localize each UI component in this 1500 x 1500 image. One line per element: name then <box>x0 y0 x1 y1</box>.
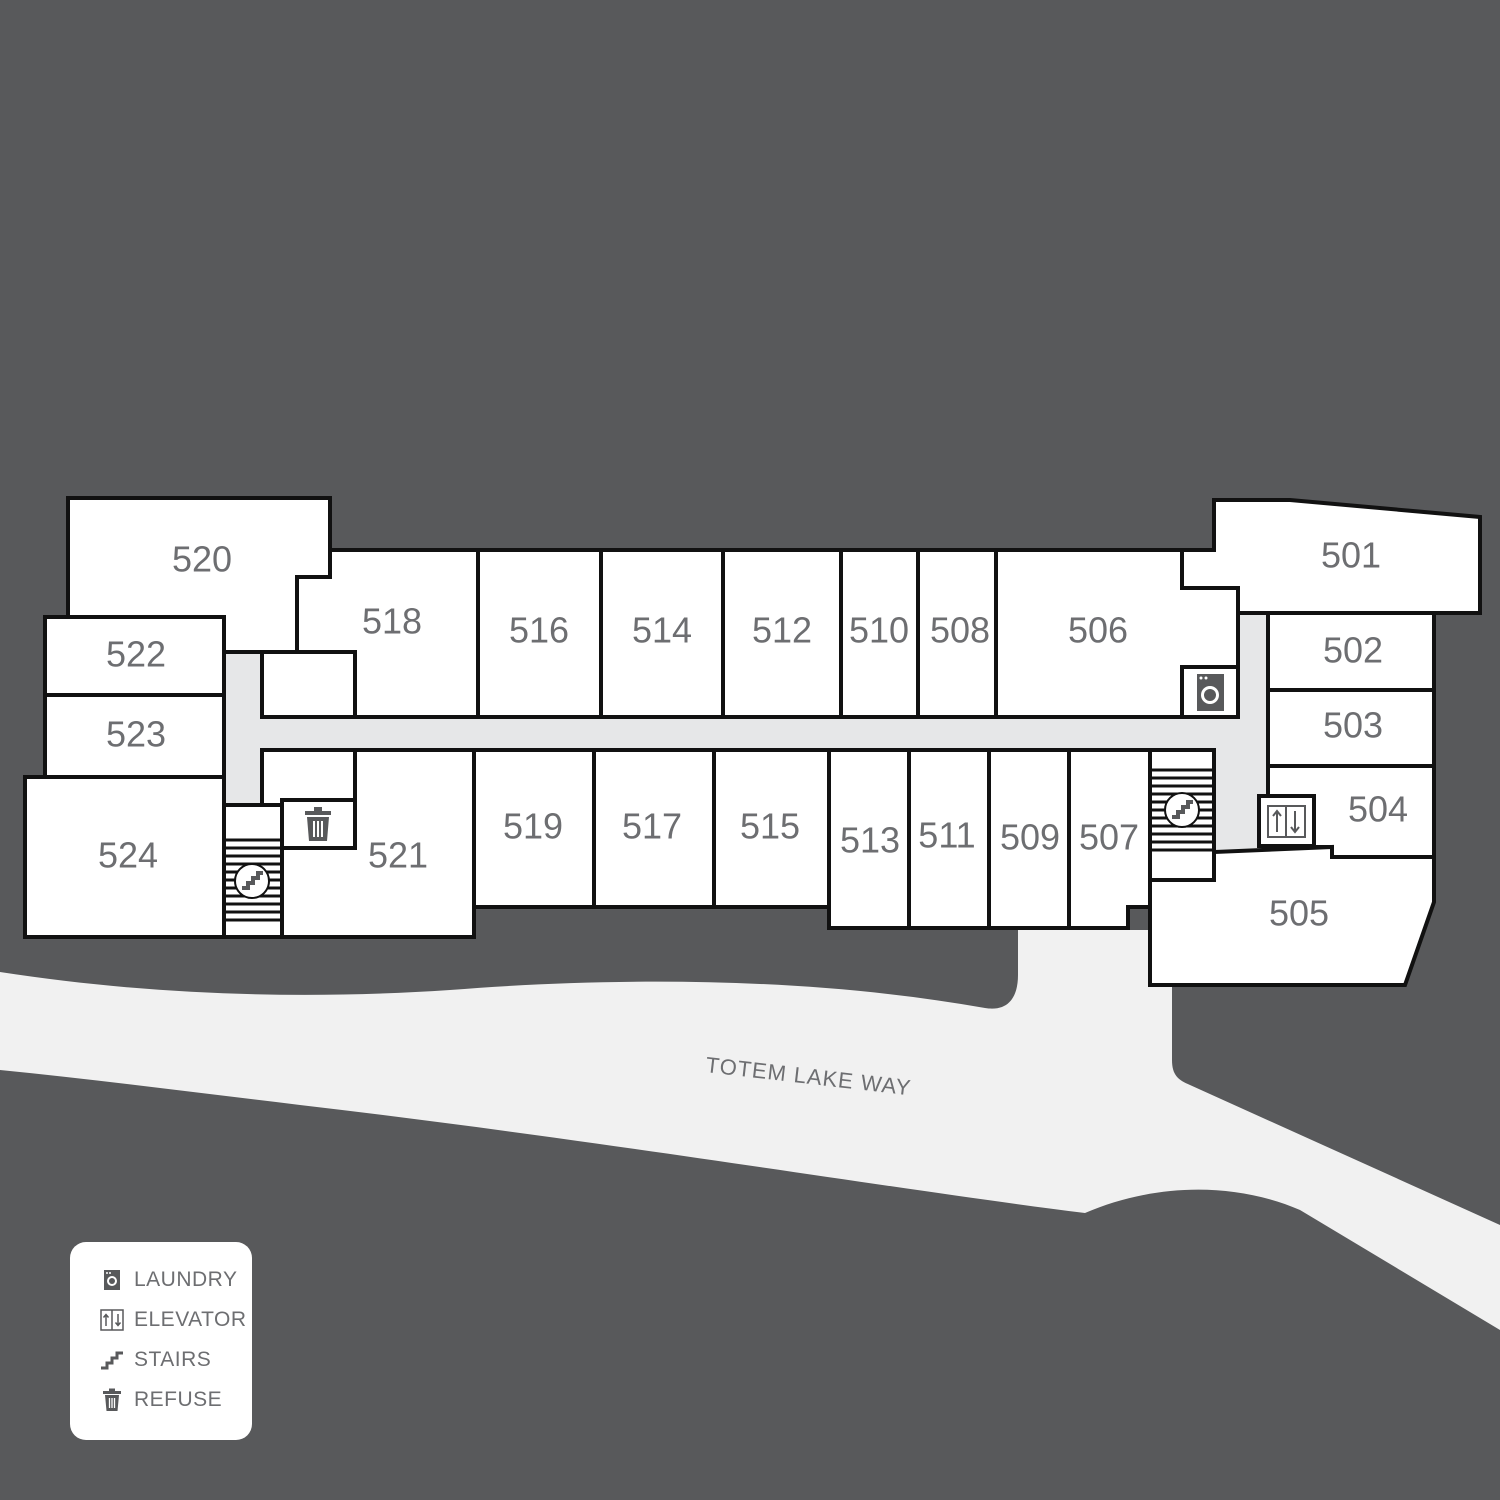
stairs-icon <box>234 863 270 899</box>
unit-513[interactable] <box>827 748 911 930</box>
unit-524[interactable] <box>23 775 226 939</box>
elevator-icon <box>100 1309 124 1331</box>
elevator-icon <box>1257 794 1316 848</box>
unit-label-512: 512 <box>752 610 812 651</box>
legend-item-refuse: REFUSE <box>100 1385 222 1415</box>
laundry-icon <box>104 1270 120 1290</box>
unit-510[interactable] <box>839 548 920 719</box>
unit-label-522: 522 <box>106 634 166 675</box>
legend-item-elevator: ELEVATOR <box>100 1305 247 1335</box>
unit-label-502: 502 <box>1323 630 1383 671</box>
unit-label-521: 521 <box>368 835 428 876</box>
map-legend: LAUNDRY ELEVATOR STAIRS REFUSE <box>70 1242 252 1440</box>
unit-label-511: 511 <box>918 815 975 856</box>
stairs-icon <box>101 1351 123 1370</box>
service-room <box>260 748 357 807</box>
refuse-icon <box>305 807 331 841</box>
unit-label-504: 504 <box>1348 789 1408 830</box>
unit-509[interactable] <box>987 748 1071 930</box>
legend-label-elevator: ELEVATOR <box>134 1308 247 1331</box>
legend-item-laundry: LAUNDRY <box>100 1265 237 1295</box>
unit-label-513: 513 <box>840 820 900 861</box>
unit-label-518: 518 <box>362 601 422 642</box>
street-road <box>0 930 1500 1330</box>
refuse-icon <box>103 1388 121 1411</box>
unit-label-523: 523 <box>106 714 166 755</box>
unit-label-517: 517 <box>622 806 682 847</box>
legend-label-refuse: REFUSE <box>134 1388 223 1411</box>
unit-label-505: 505 <box>1269 893 1329 934</box>
laundry-icon <box>1180 665 1240 719</box>
legend-item-stairs: STAIRS <box>100 1345 211 1375</box>
unit-517[interactable] <box>592 748 716 909</box>
stairs-icon <box>1164 792 1200 828</box>
unit-502[interactable] <box>1266 611 1436 692</box>
unit-label-503: 503 <box>1323 705 1383 746</box>
unit-label-501: 501 <box>1321 535 1381 576</box>
legend-label-stairs: STAIRS <box>134 1348 212 1371</box>
unit-label-506: 506 <box>1068 610 1128 651</box>
corridor <box>224 615 1268 852</box>
unit-501[interactable] <box>1180 498 1482 615</box>
unit-label-516: 516 <box>509 610 569 651</box>
legend-label-laundry: LAUNDRY <box>134 1268 238 1291</box>
unit-label-514: 514 <box>632 610 692 651</box>
unit-label-509: 509 <box>1000 817 1060 858</box>
unit-515[interactable] <box>712 748 831 909</box>
unit-label-508: 508 <box>930 610 990 651</box>
unit-518-annex <box>260 650 357 719</box>
unit-511[interactable] <box>907 748 991 930</box>
unit-label-507: 507 <box>1079 817 1139 858</box>
unit-label-520: 520 <box>172 539 232 580</box>
unit-label-515: 515 <box>740 806 800 847</box>
unit-522[interactable] <box>43 615 226 697</box>
unit-523[interactable] <box>43 693 226 779</box>
unit-label-524: 524 <box>98 835 158 876</box>
unit-508[interactable] <box>916 548 998 719</box>
unit-label-519: 519 <box>503 806 563 847</box>
unit-label-510: 510 <box>849 610 909 651</box>
